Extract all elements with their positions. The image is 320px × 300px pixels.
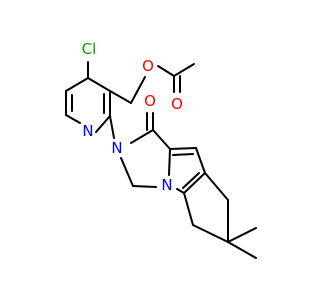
bond [87, 77, 111, 92]
bond [204, 172, 229, 201]
bond [109, 90, 132, 104]
bond [130, 129, 154, 144]
bond [172, 153, 194, 156]
bond-lines [65, 61, 257, 259]
bond [65, 77, 89, 92]
acetate-carbonyl-oxygen-label: O [171, 95, 183, 113]
ester-oxygen-label: O [142, 57, 154, 75]
atom-labels: Cl O O N N O N [78, 40, 184, 194]
bond [120, 157, 134, 187]
bond [168, 148, 171, 176]
bond [227, 227, 257, 243]
amide-nitrogen-label: N [111, 139, 122, 157]
chlorine-label: Cl [82, 40, 97, 58]
bond [176, 188, 185, 194]
bond [183, 172, 206, 194]
bond [132, 185, 157, 188]
bond [130, 76, 146, 104]
bond [152, 129, 171, 150]
molecule-diagram: Cl O O N N O N [65, 40, 257, 259]
bond [173, 63, 195, 77]
bond [227, 241, 257, 259]
bond [157, 65, 175, 77]
bond [65, 114, 81, 124]
bond [169, 147, 197, 150]
bond [192, 224, 229, 243]
lactam-oxygen-label: O [144, 92, 156, 110]
pyrrole-nitrogen-label: N [161, 176, 172, 194]
bond [183, 192, 194, 226]
bond [109, 115, 115, 139]
bond [195, 147, 206, 174]
pyridine-nitrogen-label: N [82, 122, 93, 140]
bond [95, 115, 111, 133]
bond [182, 172, 200, 189]
